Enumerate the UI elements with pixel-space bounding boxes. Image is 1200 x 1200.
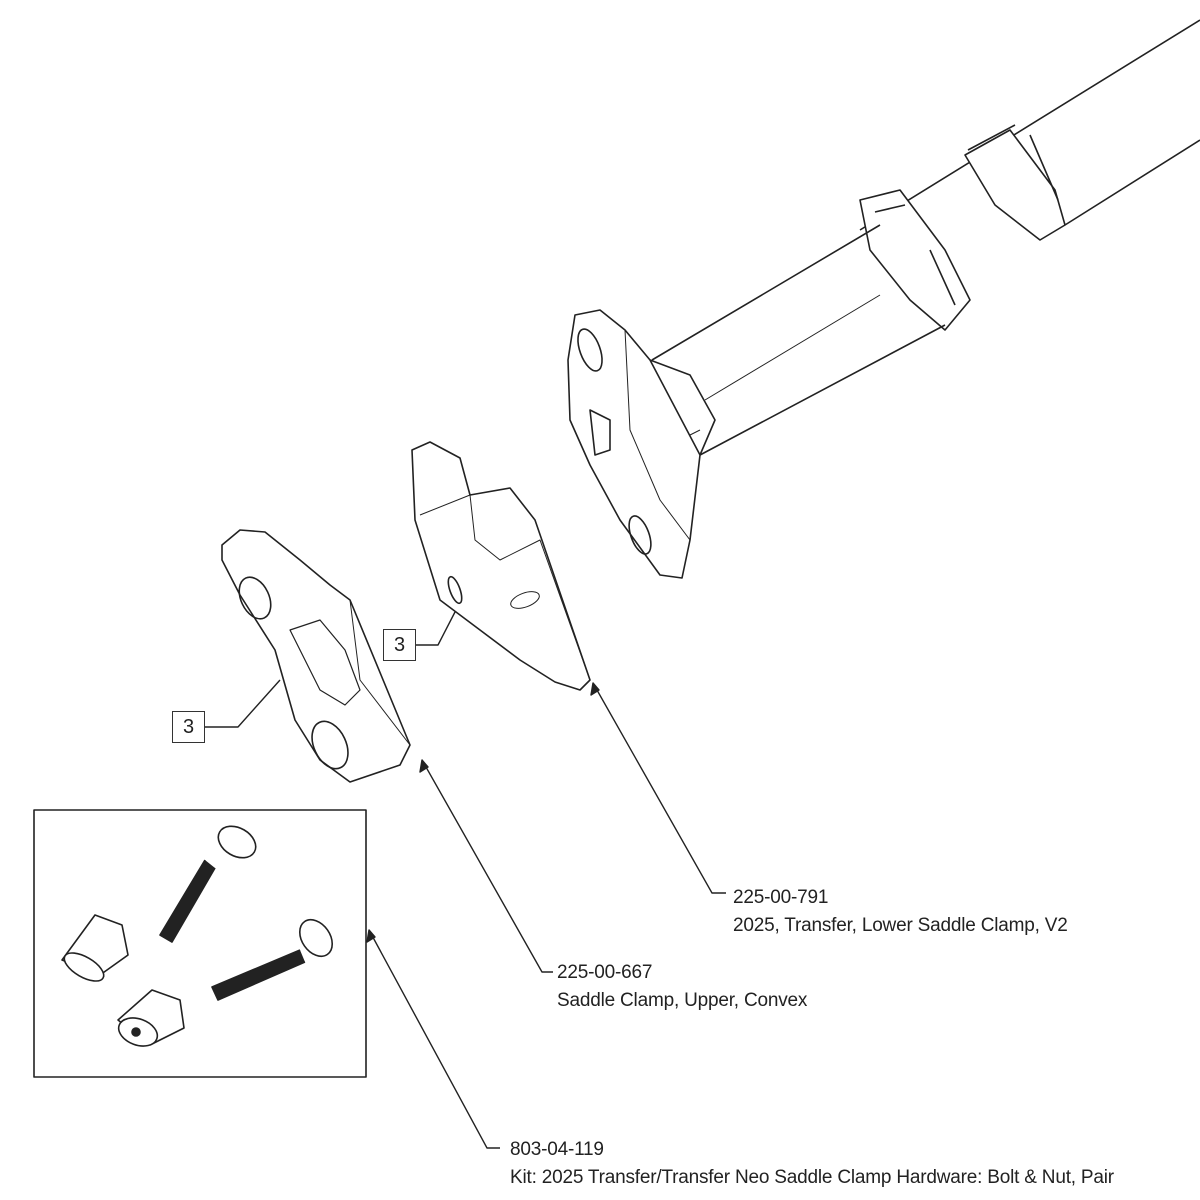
hardware-parts [61, 825, 334, 1047]
part-number-lower-clamp: 225-00-791 [733, 887, 829, 908]
lower-saddle-clamp [411, 441, 591, 691]
hardware-kit-box [33, 809, 367, 1078]
leader-lines [205, 611, 726, 1149]
part-number-hardware-kit: 803-04-119 [510, 1139, 604, 1160]
part-number-upper-clamp: 225-00-667 [557, 962, 653, 983]
part-description-upper-clamp: Saddle Clamp, Upper, Convex [557, 990, 808, 1011]
upper-saddle-clamp [221, 529, 411, 783]
callout-torque-upper-clamp: 3 [172, 711, 205, 743]
seatpost [649, 19, 1200, 456]
part-description-hardware-kit: Kit: 2025 Transfer/Transfer Neo Saddle C… [510, 1167, 1114, 1188]
part-description-lower-clamp: 2025, Transfer, Lower Saddle Clamp, V2 [733, 915, 1068, 936]
seatpost-head [567, 309, 701, 579]
callout-torque-lower-clamp: 3 [383, 629, 416, 661]
